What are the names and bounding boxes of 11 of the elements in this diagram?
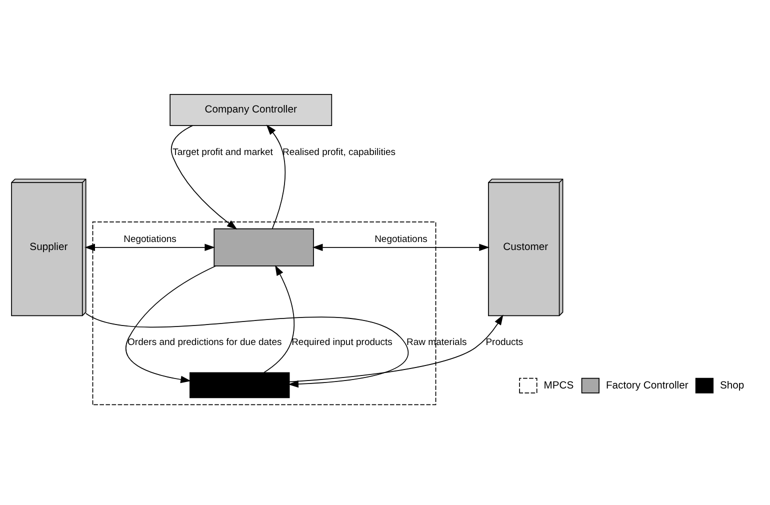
legend-label: MPCS <box>544 380 574 391</box>
edge-label: Products <box>486 336 524 348</box>
edge-label: Negotiations <box>124 234 176 245</box>
edge-label: Raw materials <box>406 336 467 348</box>
edge-label: Target profit and market <box>172 146 273 158</box>
edge-label: Negotiations <box>374 234 428 245</box>
legend-label: Shop <box>720 380 744 391</box>
edge-label: Orders and predictions for due dates <box>128 336 282 348</box>
edge-label: Required input products <box>292 336 392 348</box>
edge-label: Realised profit, capabilities <box>282 146 396 158</box>
legend-label: Factory Controller <box>606 380 688 391</box>
